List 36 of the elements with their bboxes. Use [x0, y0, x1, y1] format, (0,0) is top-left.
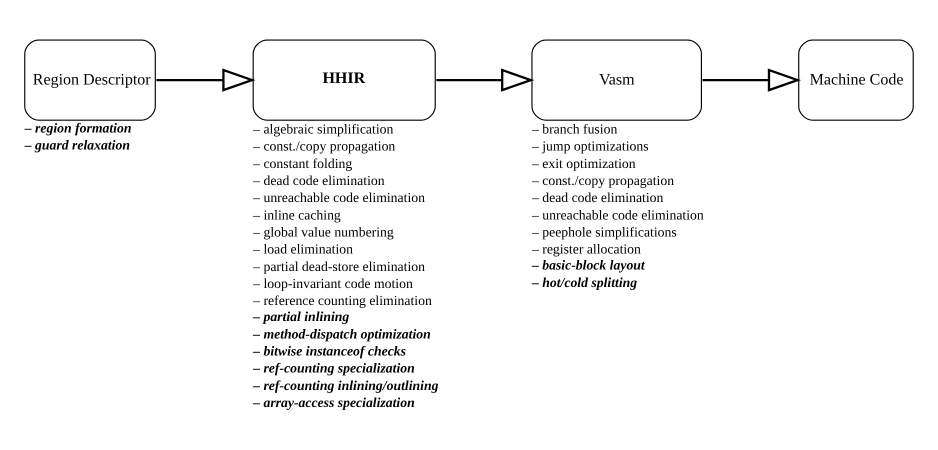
node-label: – bitwise instanceof checks — [253, 343, 406, 358]
node-label: – const./copy propagation — [532, 172, 674, 188]
node-label: – branch fusion — [532, 120, 618, 136]
node-label: – unreachable code elimination — [532, 206, 704, 222]
node-label: – dead code elimination — [532, 190, 664, 205]
node-box: HHIR — [252, 38, 436, 120]
node-label: – hot/cold splitting — [532, 274, 638, 290]
node-label: – register allocation — [532, 241, 641, 256]
node-label: – peephole simplifications — [532, 224, 677, 239]
node-label: – region formation — [24, 120, 132, 135]
arrow — [156, 68, 256, 92]
node-label: – guard relaxation — [24, 136, 130, 152]
node-label: – constant folding — [253, 155, 352, 170]
node-label: – array-access specialization — [253, 394, 415, 410]
node-label: – dead code elimination — [253, 172, 385, 188]
node-box: Region Descriptor — [24, 38, 156, 120]
node-label: – partial dead-store elimination — [253, 258, 425, 274]
node-label: – basic-block layout — [532, 257, 645, 272]
node-label: – loop-invariant code motion — [253, 276, 413, 291]
node-box: Vasm — [531, 38, 702, 120]
node-label: – load elimination — [253, 241, 354, 256]
arrow — [702, 68, 802, 92]
node-label: – algebraic simplification — [253, 120, 394, 136]
node-label: – ref-counting inlining/outlining — [253, 377, 438, 392]
node-label: – global value numbering — [253, 224, 394, 239]
node-label: – unreachable code elimination — [253, 190, 425, 205]
node-label: – method-dispatch optimization — [253, 326, 431, 341]
node-label: – inline caching — [253, 206, 341, 222]
node-label: – reference counting elimination — [253, 292, 432, 308]
node-label: – const./copy propagation — [253, 138, 396, 154]
node-label: – jump optimizations — [532, 138, 649, 154]
node-label: – ref-counting specialization — [253, 360, 415, 376]
node-label: – exit optimization — [532, 155, 636, 170]
node-label: – partial inlining — [253, 308, 350, 324]
arrow — [436, 68, 534, 92]
node-box: Machine Code — [798, 38, 914, 120]
